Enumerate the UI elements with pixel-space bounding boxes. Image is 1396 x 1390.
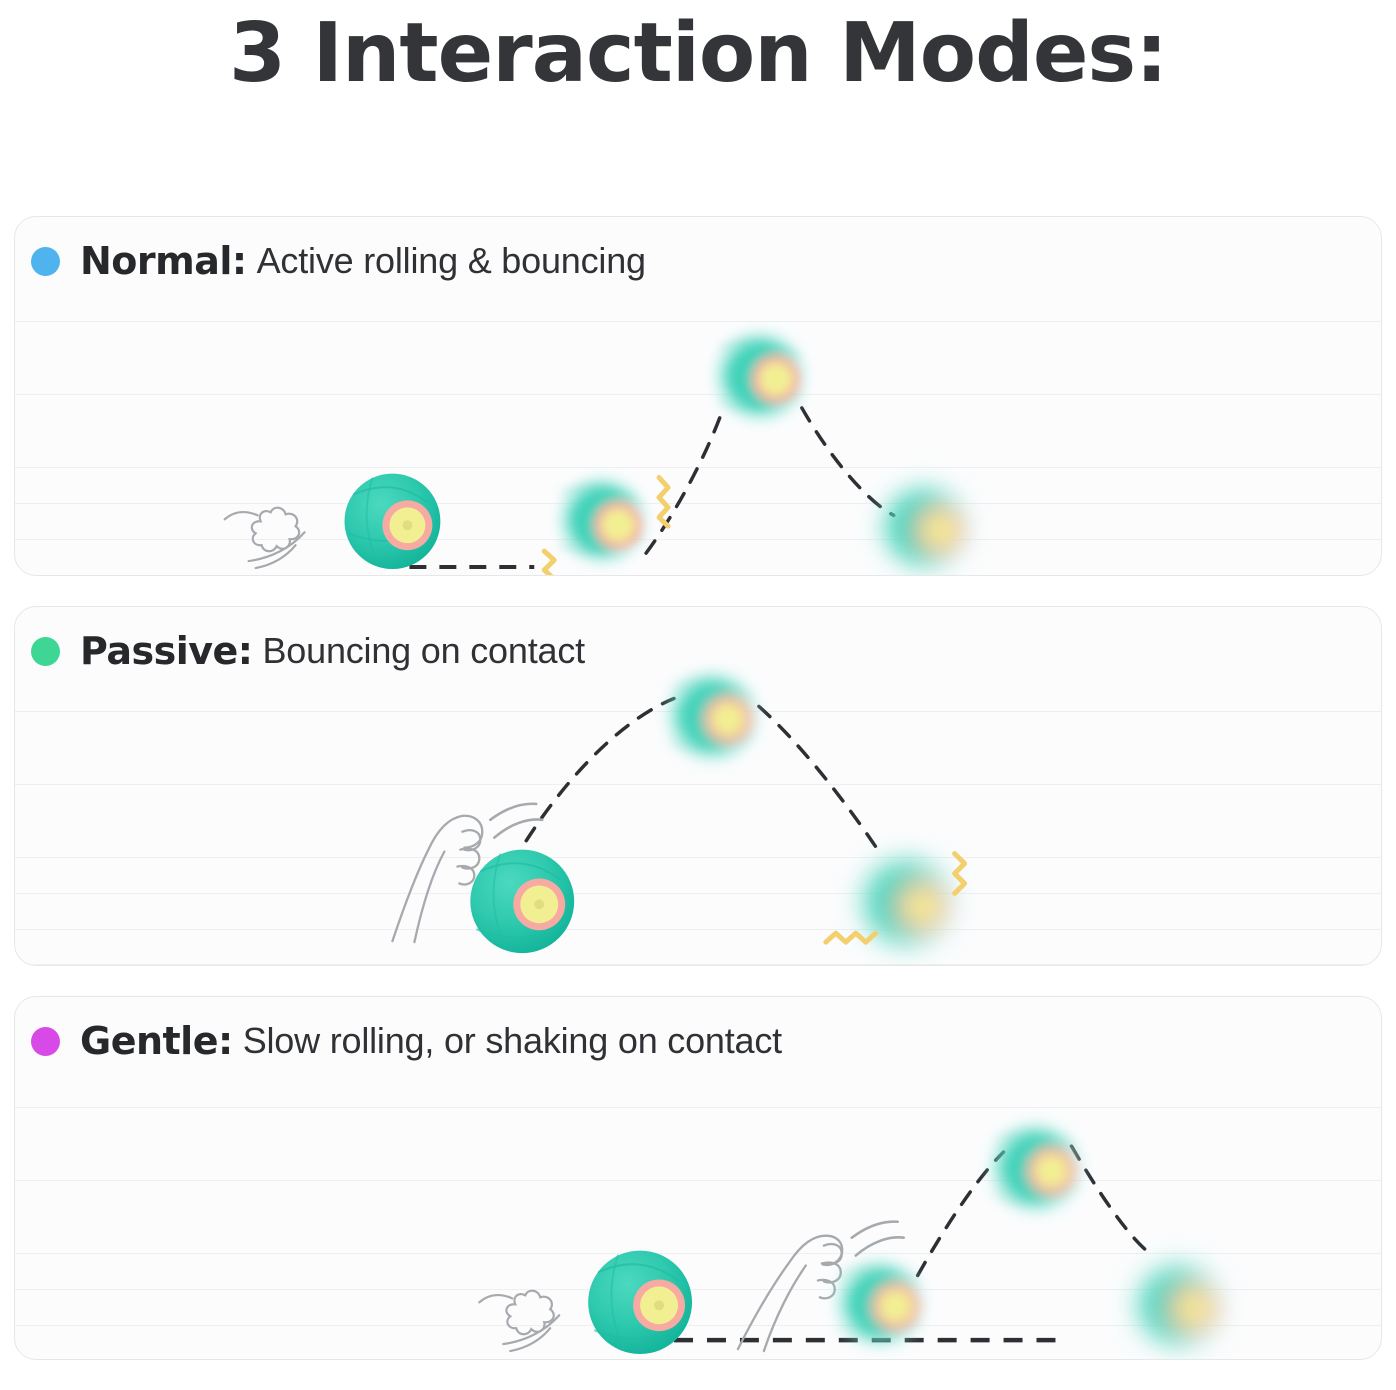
impact-squiggle-2 [823,930,879,945]
ball-2 [829,1253,930,1354]
blue-dot-icon [31,246,60,276]
cat-paw-icon [478,1289,561,1353]
cat-paw-icon [391,814,484,944]
mode-description-gentle: Slow rolling, or shaking on contact [242,1020,782,1061]
mode-card-list: Normal: Active rolling & bouncing [0,216,1396,1390]
ball-2 [552,470,653,571]
trajectory-arc-down [757,704,882,855]
mode-label-passive: Passive: [80,629,253,673]
ball-4 [1125,1253,1230,1358]
mode-label-gentle: Gentle: [80,1019,233,1063]
trajectory-arc-down [1069,1144,1148,1252]
mode-description-normal: Active rolling & bouncing [256,240,646,281]
trajectory-arc-up [915,1150,1006,1278]
illustration-normal [15,217,1381,575]
mode-card-normal: Normal: Active rolling & bouncing [14,216,1382,576]
mode-description-passive: Bouncing on contact [262,630,585,671]
impact-squiggle-1 [656,475,671,529]
impact-squiggle-2 [541,548,557,575]
mode-card-passive: Passive: Bouncing on contact [14,606,1382,966]
mode-header-passive: Passive: Bouncing on contact [15,607,1381,673]
ball-1 [344,473,441,570]
mode-header-normal: Normal: Active rolling & bouncing [15,217,1381,283]
trajectory-arc-up [644,410,724,555]
ball-3 [983,1116,1088,1220]
ball-3 [707,324,812,428]
magenta-dot-icon [31,1026,60,1056]
trajectory-arc-up [524,696,676,843]
mode-header-gentle: Gentle: Slow rolling, or shaking on cont… [15,997,1381,1063]
ball-4 [871,475,976,575]
illustration-gentle [15,997,1381,1359]
cat-paw-icon-2 [736,1234,844,1353]
green-dot-icon [31,636,60,666]
ball-1 [588,1250,693,1355]
impact-squiggle-1 [952,851,968,896]
trajectory-arc-down [800,406,896,518]
mode-card-gentle: Gentle: Slow rolling, or shaking on cont… [14,996,1382,1360]
motion-arc-lines [850,1220,905,1257]
motion-arc-lines [489,802,544,840]
ball-1 [470,849,575,954]
mode-label-normal: Normal: [80,239,247,283]
page-title: 3 Interaction Modes: [228,6,1168,101]
illustration-passive [15,607,1381,965]
ball-2 [660,664,764,769]
cat-paw-icon [223,506,306,570]
